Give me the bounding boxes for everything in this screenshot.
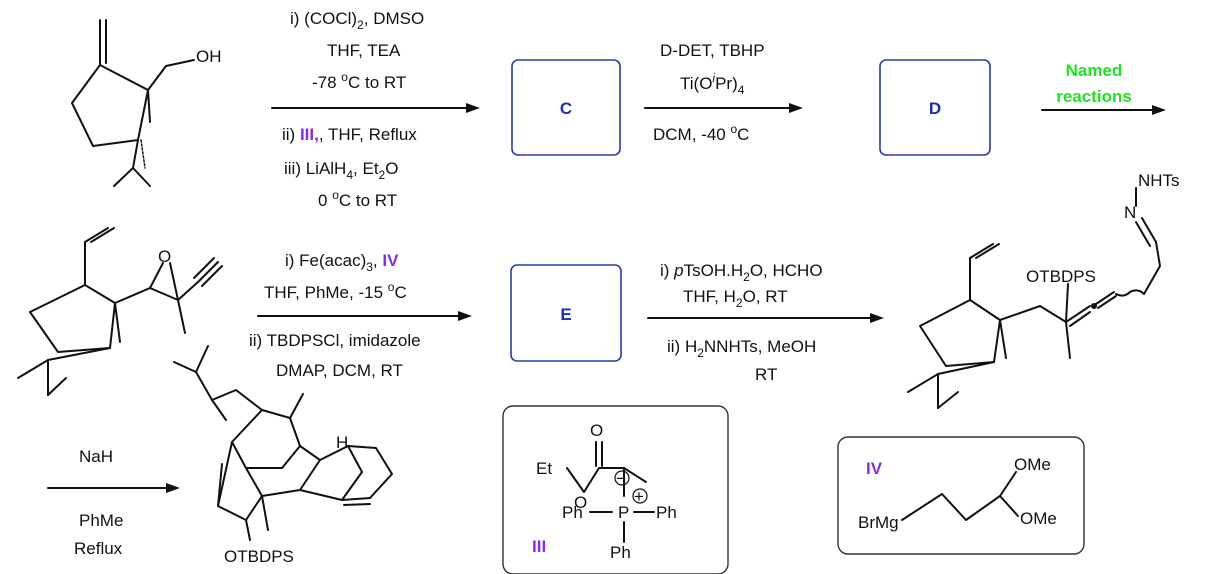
reagent-iii-carbonyl-o: O	[590, 421, 603, 440]
reagent-iii-minus: −	[616, 469, 626, 488]
reagent-iv-label: IV	[866, 459, 883, 478]
step2-line2: Ti(OiPr)4	[680, 71, 745, 97]
epoxide-oxygen: O	[158, 247, 171, 266]
step1-line1: i) (COCl)2, DMSO	[290, 9, 424, 32]
step4-line4: DMAP, DCM, RT	[276, 361, 403, 380]
hydroxyl-label: OH	[196, 47, 222, 66]
step1-line3: -78 oC to RT	[312, 70, 406, 92]
reagent-iv-ome-bottom: OMe	[1020, 509, 1057, 528]
reagent-iii-et: Et	[536, 459, 552, 478]
step2-line3: DCM, -40 oC	[653, 122, 749, 144]
compound-c-box: C	[511, 59, 621, 156]
step1-line6: 0 oC to RT	[318, 188, 397, 210]
step1-line5: iii) LiAlH4, Et2O	[284, 159, 398, 182]
step4-line1: i) Fe(acac)3, IV	[285, 251, 399, 274]
product-otbdps-label: OTBDPS	[224, 547, 294, 566]
step1-line2: THF, TEA	[327, 41, 401, 60]
compound-d-box: D	[879, 59, 991, 156]
step5-line2: THF, H2O, RT	[683, 287, 788, 310]
step1-line4: ii) III,, THF, Reflux	[282, 125, 417, 144]
named-line2: reactions	[1056, 87, 1132, 106]
step4-conditions: i) Fe(acac)3, IV THF, PhMe, -15 oC ii) T…	[249, 251, 472, 380]
compound-d-label: D	[929, 99, 941, 118]
hydrazone-structure: OTBDPS N NHTs	[907, 171, 1180, 409]
reagent-iv-brmg: BrMg	[858, 513, 899, 532]
hydrazone-n-label: N	[1124, 203, 1136, 222]
step5-line3: ii) H2NNHTs, MeOH	[667, 337, 816, 360]
step5-line1: i) pTsOH.H2O, HCHO	[660, 261, 823, 284]
reagent-iv-box: IV BrMg OMe OMe	[837, 436, 1085, 555]
reagent-iii-ph-bottom: Ph	[610, 543, 631, 562]
step3-named-reactions: Named reactions	[1041, 61, 1166, 115]
compound-e-label: E	[560, 305, 571, 324]
epoxide-structure: O	[17, 227, 223, 396]
reagent-iii-label: III	[532, 537, 546, 556]
otbdps-label: OTBDPS	[1026, 267, 1096, 286]
step6-conditions: NaH PhMe Reflux	[47, 447, 180, 558]
step2-conditions: D-DET, TBHP Ti(OiPr)4 DCM, -40 oC	[644, 41, 803, 144]
compound-c-label: C	[560, 99, 572, 118]
reagent-iii-ph-left: Ph	[562, 503, 583, 522]
step6-line1: NaH	[79, 447, 113, 466]
reagent-iii-p: P	[618, 503, 629, 522]
reagent-iv-ome-top: OMe	[1014, 455, 1051, 474]
reagent-iii-box: O Et O − P + Ph Ph Ph III	[502, 405, 729, 574]
step5-line4: RT	[755, 365, 777, 384]
reagent-iii-plus: +	[634, 487, 644, 506]
reagent-iii-ph-right: Ph	[656, 503, 677, 522]
step5-conditions: i) pTsOH.H2O, HCHO THF, H2O, RT ii) H2NN…	[647, 261, 884, 384]
step6-line3: Reflux	[74, 539, 123, 558]
step1-conditions: i) (COCl)2, DMSO THF, TEA -78 oC to RT i…	[271, 9, 480, 210]
compound-e-box: E	[510, 264, 622, 362]
starting-alcohol-structure: OH	[71, 19, 222, 187]
product-structure: H OTBDPS	[173, 345, 393, 566]
nhts-label: NHTs	[1138, 171, 1180, 190]
step6-line2: PhMe	[79, 511, 123, 530]
step2-line1: D-DET, TBHP	[660, 41, 765, 60]
step4-line3: ii) TBDPSCl, imidazole	[249, 331, 421, 350]
reagent-iii-ester-o: O	[574, 493, 587, 512]
product-h-label: H	[336, 433, 348, 452]
step4-line2: THF, PhMe, -15 oC	[264, 280, 407, 302]
named-line1: Named	[1066, 61, 1123, 80]
